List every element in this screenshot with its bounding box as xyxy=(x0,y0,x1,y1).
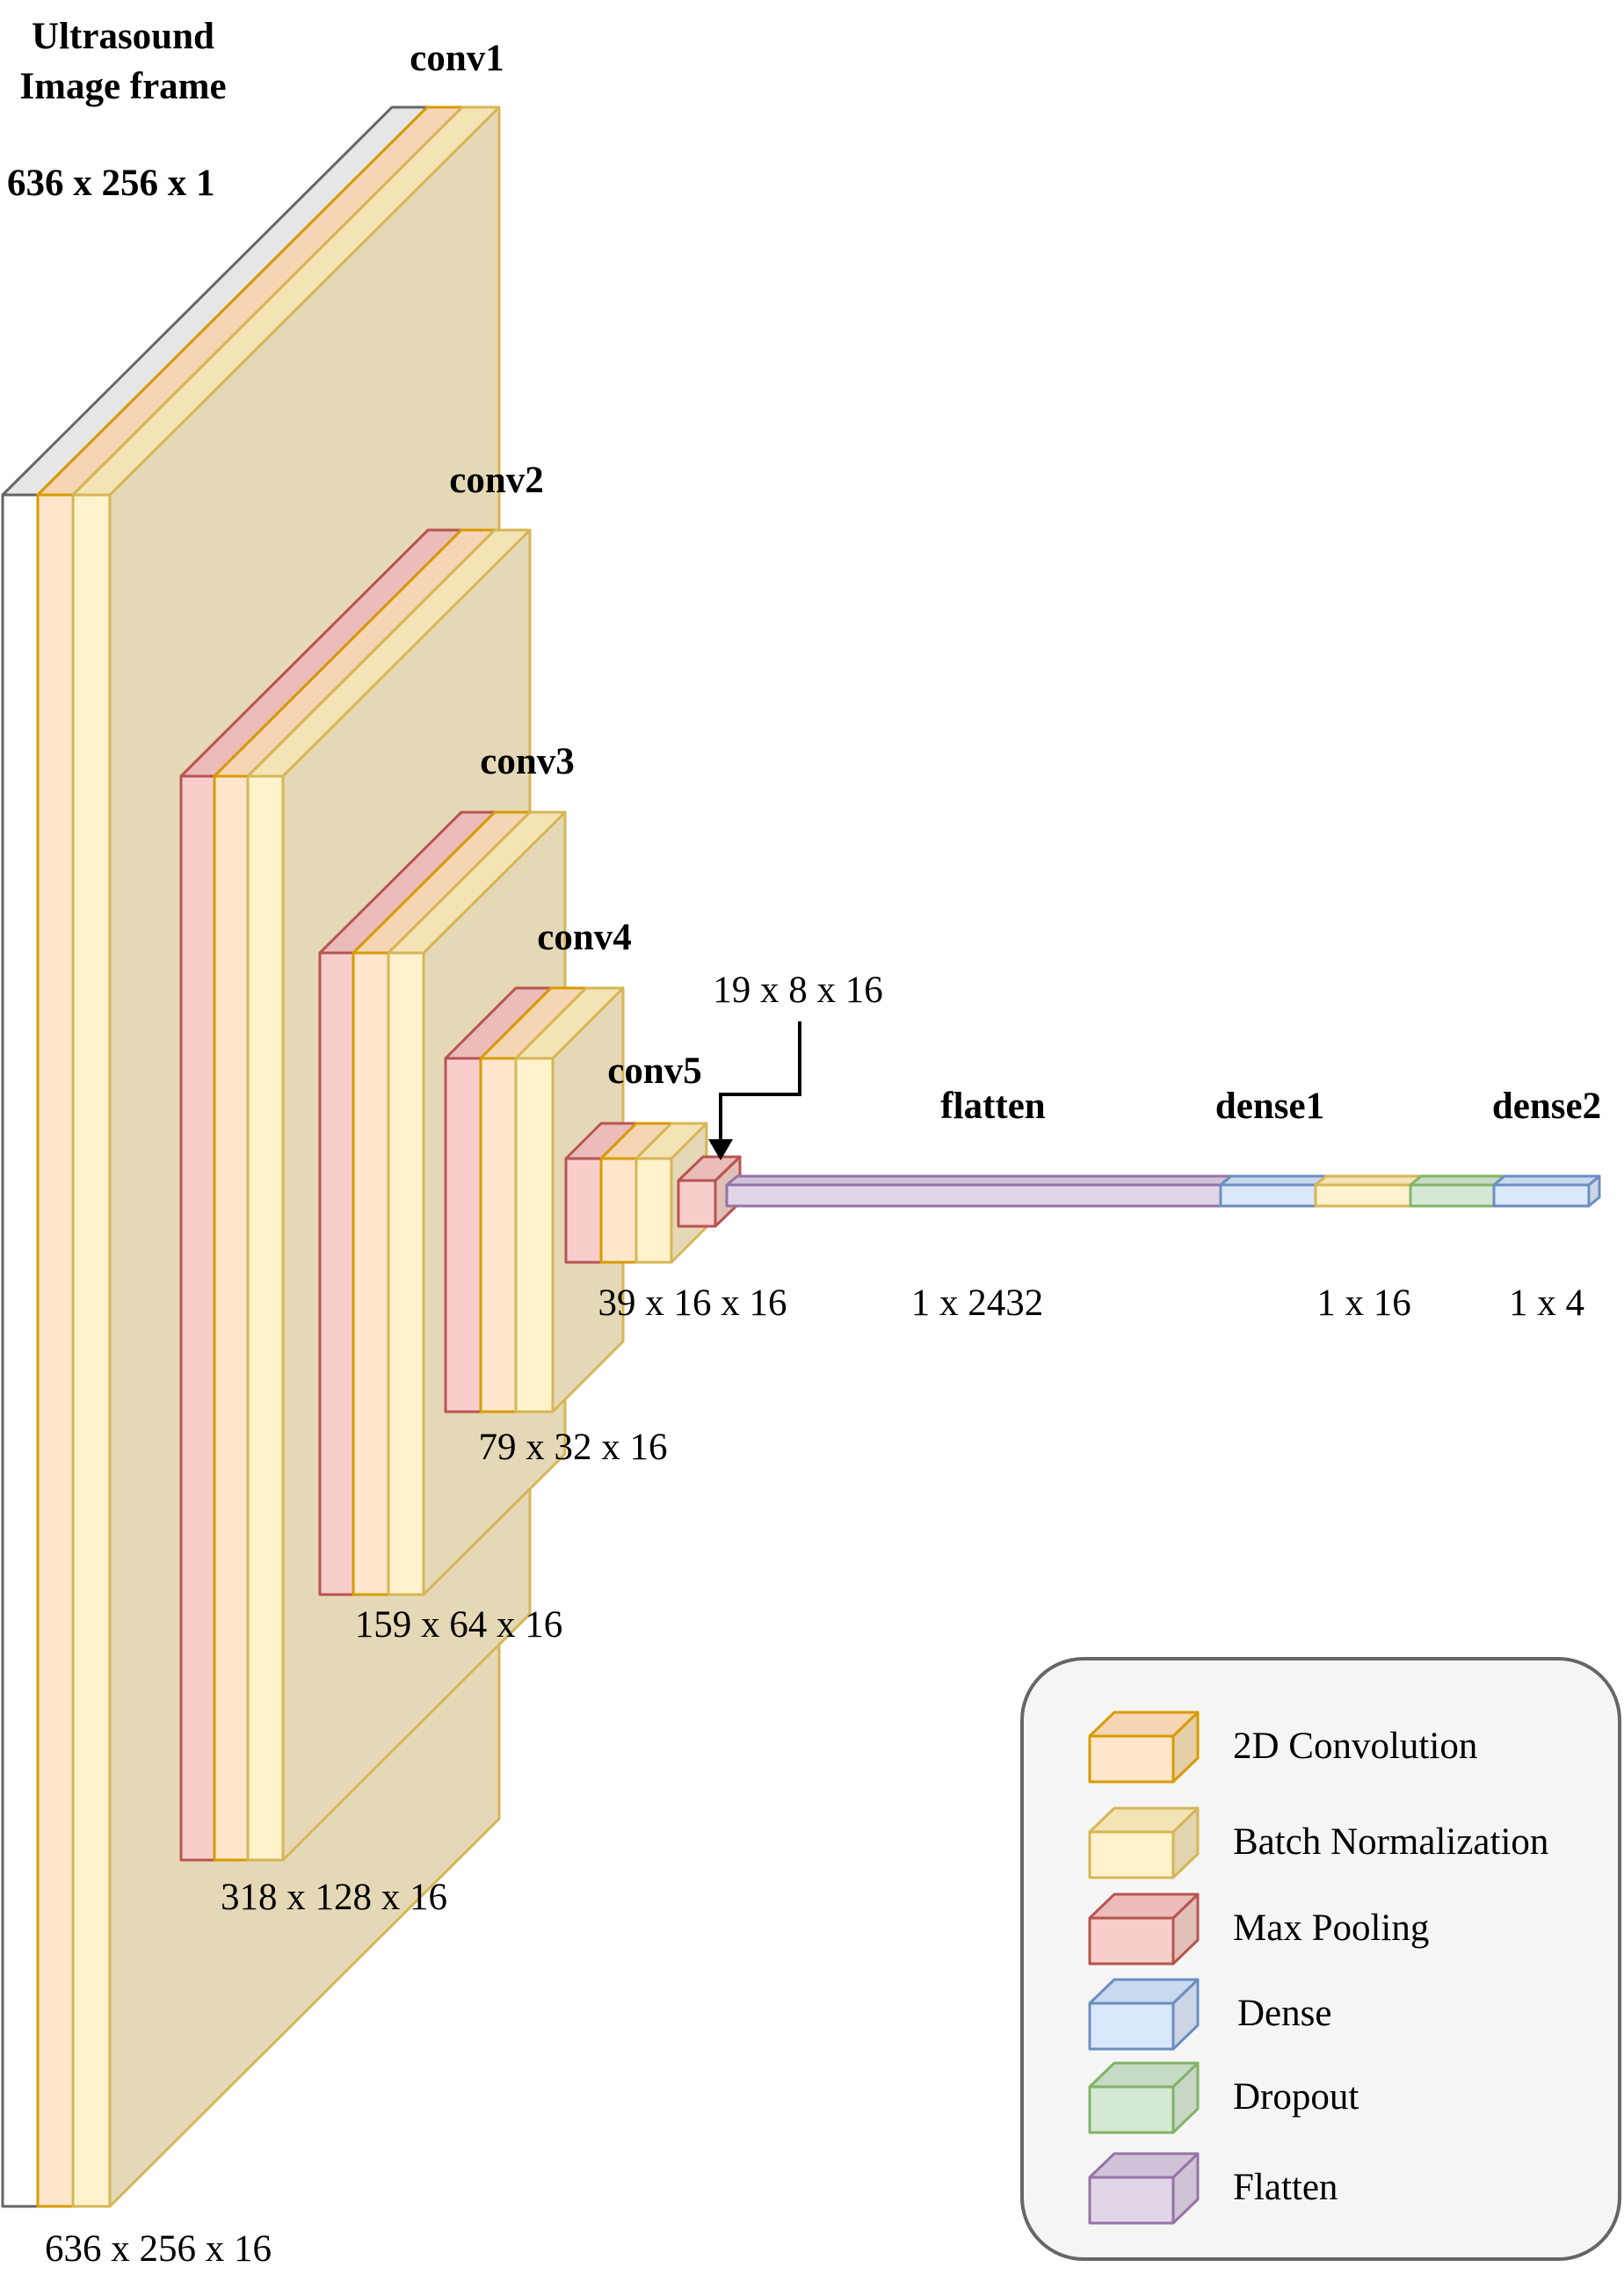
legend-item-label: 2D Convolution xyxy=(1233,1726,1477,1767)
conv3-label: conv3 xyxy=(480,741,575,782)
conv3-bn-slab-front xyxy=(387,951,425,1596)
conv3-pool-slab-front xyxy=(318,951,355,1596)
legend-item-label: Flatten xyxy=(1233,2167,1338,2208)
conv4-output-shape: 79 x 32 x 16 xyxy=(479,1427,668,1468)
legend-item: Dropout xyxy=(1088,2061,1359,2134)
conv2-conv-slab-front xyxy=(213,774,250,1862)
dense1-label: dense1 xyxy=(1215,1086,1324,1127)
conv5-conv-slab-front xyxy=(599,1157,638,1264)
conv2-output-shape: 318 x 128 x 16 xyxy=(221,1877,447,1918)
conv4-conv-slab-front xyxy=(479,1057,518,1413)
legend-item: Flatten xyxy=(1088,2152,1338,2225)
conv4-pool-slab-front xyxy=(444,1057,482,1413)
bn-cube-icon-front xyxy=(1088,1830,1175,1879)
input-title-line2: Image frame xyxy=(19,66,226,107)
conv1-input-slab-front xyxy=(1,493,40,2208)
dense2-bar-front xyxy=(1492,1183,1591,1208)
dense1-bar xyxy=(1219,1174,1328,1208)
conv4-bn-slab-front xyxy=(514,1057,555,1413)
legend-item: 2D Convolution xyxy=(1088,1711,1477,1784)
flatten-bar xyxy=(725,1174,1233,1208)
input-title-line1: Ultrasound xyxy=(32,16,214,57)
dense-cube-icon xyxy=(1088,1978,1200,2051)
legend-item-label: Dropout xyxy=(1233,2076,1359,2118)
conv3-conv-slab-front xyxy=(352,951,390,1596)
conv5-pool-slab-front xyxy=(564,1157,603,1264)
legend-item-label: Batch Normalization xyxy=(1233,1821,1548,1863)
conv5-label: conv5 xyxy=(607,1050,702,1092)
dense2-bar xyxy=(1492,1174,1601,1208)
conv-cube-icon-front xyxy=(1088,1734,1175,1784)
dense2-shape: 1 x 4 xyxy=(1509,1283,1584,1324)
legend-item-label: Dense xyxy=(1237,1993,1331,2034)
dense1-bar-front xyxy=(1219,1183,1317,1208)
dense1-bn-bar-front xyxy=(1314,1183,1412,1208)
conv1-bn-slab-front xyxy=(71,493,112,2208)
dropout-cube-icon xyxy=(1088,2061,1200,2134)
flatten-shape: 1 x 2432 xyxy=(911,1283,1044,1324)
flatten-bar-front xyxy=(725,1183,1222,1208)
legend-item: Dense xyxy=(1088,1978,1331,2051)
labels: Ultrasound Image frame 636 x 256 x 1 con… xyxy=(7,16,1601,2270)
conv1-label: conv1 xyxy=(410,38,504,79)
conv2-label: conv2 xyxy=(449,460,544,501)
dense1-dropout-bar xyxy=(1409,1174,1506,1208)
flatten-label: flatten xyxy=(940,1086,1045,1127)
conv-cube-icon xyxy=(1088,1711,1200,1784)
bn-cube-icon xyxy=(1088,1806,1200,1879)
legend-item: Max Pooling xyxy=(1088,1893,1429,1966)
dense-cube-icon-front xyxy=(1088,2002,1175,2051)
conv1-conv-slab-front xyxy=(36,493,75,2208)
flatten-cube-icon xyxy=(1088,2152,1200,2225)
legend-item: Batch Normalization xyxy=(1088,1806,1548,1879)
conv3-output-shape: 159 x 64 x 16 xyxy=(355,1604,563,1646)
pool-cube-icon-front xyxy=(1088,1916,1175,1966)
legend-item-label: Max Pooling xyxy=(1233,1908,1429,1949)
conv2-bn-slab-front xyxy=(246,774,285,1862)
conv1-output-shape: 636 x 256 x 16 xyxy=(45,2228,272,2270)
dense1-bn-bar xyxy=(1314,1174,1423,1208)
flatten-cube-icon-front xyxy=(1088,2176,1175,2225)
conv4-label: conv4 xyxy=(537,917,632,958)
conv5-bn-slab-front xyxy=(634,1157,673,1264)
input-shape: 636 x 256 x 1 xyxy=(7,163,215,204)
pool-pointer-arrow xyxy=(708,1021,801,1160)
pool-cube-icon xyxy=(1088,1893,1200,1966)
layer-stack xyxy=(1,105,1601,2208)
dense2-label: dense2 xyxy=(1492,1086,1601,1127)
dense1-dropout-bar-front xyxy=(1409,1183,1496,1208)
dense1-shape: 1 x 16 xyxy=(1316,1283,1411,1324)
conv5-output-shape: 39 x 16 x 16 xyxy=(598,1283,787,1324)
conv2-pool-slab-front xyxy=(179,774,216,1862)
pool-output-cube-front xyxy=(677,1179,717,1228)
dropout-cube-icon-front xyxy=(1088,2085,1175,2134)
pool-output-cube xyxy=(677,1155,742,1228)
pool-output-shape: 19 x 8 x 16 xyxy=(713,970,883,1011)
